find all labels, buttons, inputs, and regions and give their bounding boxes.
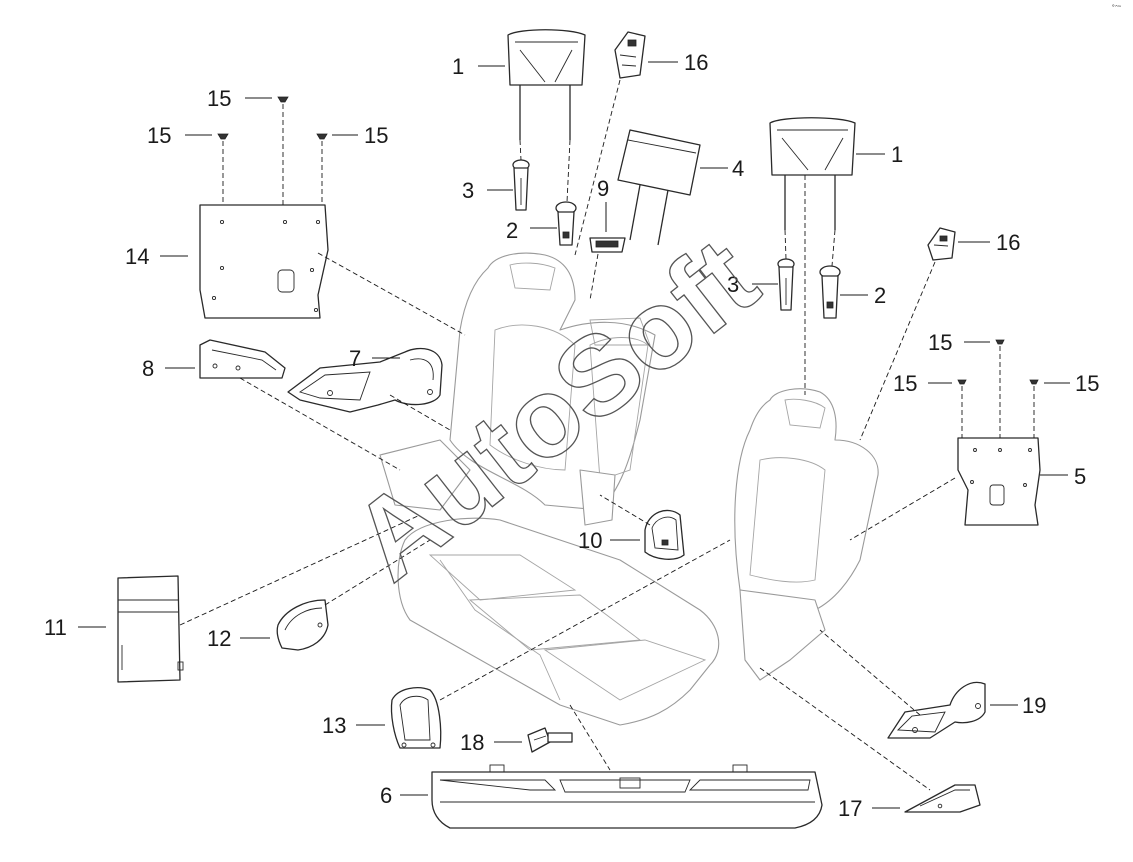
center-panel xyxy=(117,575,184,683)
screw-right-a xyxy=(957,379,967,385)
hinge-cover-right xyxy=(887,681,986,739)
screw-right-top xyxy=(995,339,1005,345)
left-hinge-bracket xyxy=(379,439,471,511)
right-hinge-bracket xyxy=(739,589,826,681)
callout-headrest-center: 4 xyxy=(732,156,744,181)
callout-pivot-cover: 12 xyxy=(207,626,231,651)
callout-latch-button-right: 16 xyxy=(996,230,1020,255)
callout-screw-left-b: 15 xyxy=(364,123,388,148)
headrest-center xyxy=(617,129,701,246)
guide-lock-left xyxy=(555,201,577,246)
callout-screw-right-top: 15 xyxy=(928,330,952,355)
clip xyxy=(527,727,573,753)
assembly-lines xyxy=(179,79,956,791)
latch-button-left xyxy=(614,31,646,79)
seat-bottom-trim xyxy=(431,764,823,829)
corner-mark: ˚ˆ˜ xyxy=(1112,4,1122,14)
screw-right-b xyxy=(1029,379,1039,385)
callout-latch-button-left: 16 xyxy=(684,50,708,75)
latch-cover-right xyxy=(904,784,981,813)
headrest-right xyxy=(769,117,856,230)
callout-screw-left: 15 xyxy=(147,123,171,148)
screw-left xyxy=(217,133,229,140)
callout-headrest-left: 1 xyxy=(452,54,464,79)
callout-center-guide: 9 xyxy=(597,176,609,201)
callout-belt-guide-cover: 10 xyxy=(578,528,602,553)
left-seatback xyxy=(449,252,656,511)
pivot-cover xyxy=(276,599,329,651)
center-bracket xyxy=(579,469,616,526)
callout-latch-cover-left: 8 xyxy=(142,356,154,381)
callout-screw-right-a: 15 xyxy=(893,371,917,396)
screw-left-b xyxy=(316,133,328,140)
screw-top xyxy=(277,96,289,103)
callout-guide-right: 3 xyxy=(727,272,739,297)
callout-seat-bottom-trim: 6 xyxy=(380,783,392,808)
latch-cover-left xyxy=(199,339,286,379)
latch-bezel xyxy=(390,687,442,749)
callout-center-panel: 11 xyxy=(44,615,67,640)
callout-clip: 18 xyxy=(460,730,484,755)
callout-guide-lock-right: 2 xyxy=(874,283,886,308)
guide-left xyxy=(512,159,530,211)
guide-lock-right xyxy=(819,265,841,319)
callout-panel-right: 5 xyxy=(1074,464,1086,489)
callout-screw-right-b: 15 xyxy=(1075,371,1099,396)
callout-headrest-right: 1 xyxy=(891,142,903,167)
hinge-cover-left xyxy=(287,347,443,413)
belt-guide-cover xyxy=(644,509,685,560)
right-seatback xyxy=(734,388,879,611)
callout-hinge-cover-left: 7 xyxy=(349,346,361,371)
headrest-left xyxy=(507,29,586,140)
callout-guide-lock-left: 2 xyxy=(506,218,518,243)
callout-screw-top: 15 xyxy=(207,86,231,111)
callout-latch-cover-right: 17 xyxy=(838,796,862,821)
callout-latch-bezel: 13 xyxy=(322,713,346,738)
seat-cushion xyxy=(397,517,720,726)
guide-right xyxy=(777,258,795,311)
callout-hinge-cover-right: 19 xyxy=(1022,693,1046,718)
rear-seat-assembly xyxy=(379,252,879,726)
latch-button-right xyxy=(927,227,956,261)
callout-guide-left: 3 xyxy=(462,178,474,203)
panel-left xyxy=(199,204,329,319)
callout-panel-left: 14 xyxy=(125,244,149,269)
panel-right xyxy=(957,437,1041,526)
center-guide xyxy=(589,237,626,253)
